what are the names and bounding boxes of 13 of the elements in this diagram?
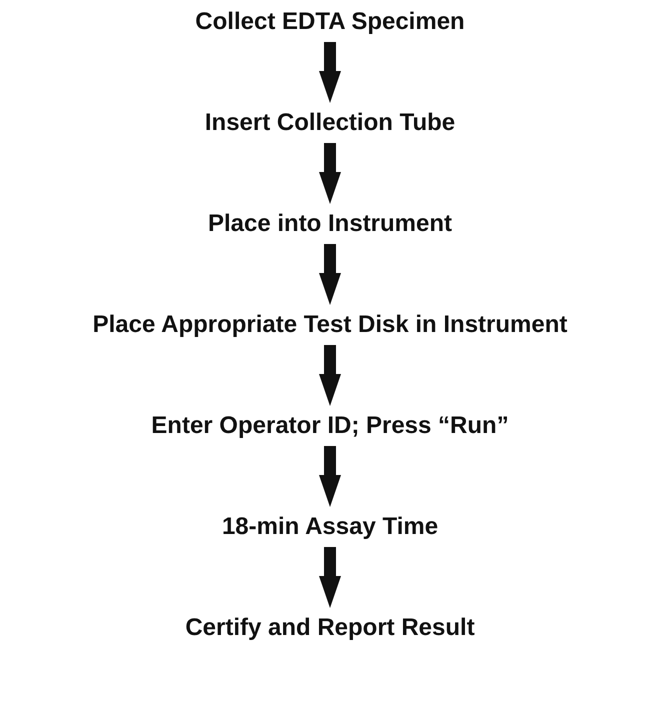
step-text: 18-min Assay Time: [222, 513, 438, 541]
down-arrow: [319, 244, 341, 305]
step-text: Insert Collection Tube: [204, 109, 456, 137]
step-text: Place Appropriate Test Disk in Instrument: [92, 311, 568, 339]
down-arrow: [319, 143, 341, 204]
step-text: Place into Instrument: [208, 210, 452, 238]
step-text: Certify and Report Result: [185, 614, 475, 642]
down-arrow: [319, 547, 341, 608]
down-arrow: [319, 345, 341, 406]
down-arrow: [319, 446, 341, 507]
step-text: Enter Operator ID; Press “Run”: [151, 412, 509, 440]
step-text: Collect EDTA Specimen: [195, 8, 465, 36]
down-arrow: [319, 42, 341, 103]
